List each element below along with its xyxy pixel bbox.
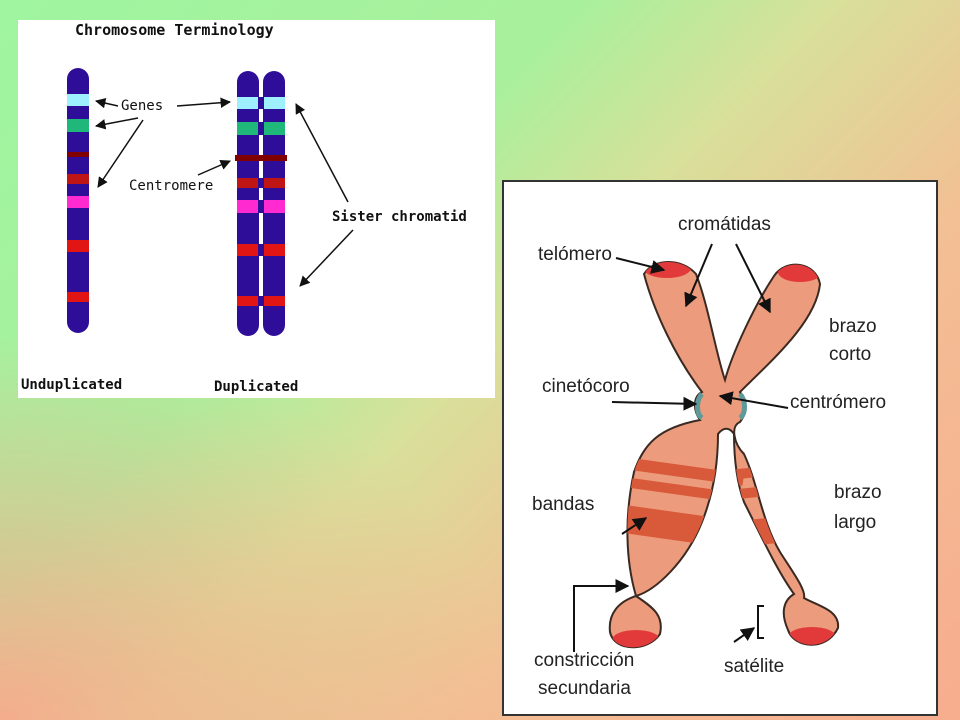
label-brazo-largo-2: largo bbox=[834, 512, 877, 533]
band-red bbox=[67, 292, 89, 302]
band-red bbox=[67, 240, 89, 252]
label-centromere: Centromere bbox=[129, 178, 214, 194]
satellite-tip bbox=[612, 630, 660, 648]
chromosome-body bbox=[608, 261, 840, 649]
label-satelite: satélite bbox=[724, 656, 785, 677]
satellite-bracket bbox=[757, 605, 764, 639]
pointer-arrows bbox=[94, 97, 354, 287]
label-constriccion-1: constricción bbox=[534, 650, 635, 671]
telomere-tip bbox=[778, 262, 822, 282]
gene-band-green bbox=[67, 119, 89, 132]
satellite-tip bbox=[788, 627, 836, 647]
gene-band-light bbox=[67, 94, 89, 106]
label-brazo-corto-1: brazo bbox=[829, 316, 877, 337]
duplicated-chromosome bbox=[235, 71, 287, 336]
label-bandas: bandas bbox=[532, 494, 595, 515]
label-genes: Genes bbox=[121, 98, 164, 114]
telomere-tip bbox=[643, 262, 691, 278]
label-duplicated: Duplicated bbox=[214, 379, 299, 395]
label-centromero: centrómero bbox=[790, 392, 887, 413]
chromosome-diagram-right bbox=[573, 243, 840, 652]
label-cinetocoro: cinetócoro bbox=[542, 376, 630, 397]
kinetochore-left bbox=[695, 392, 704, 421]
label-brazo-corto-2: corto bbox=[829, 344, 872, 365]
label-brazo-largo-1: brazo bbox=[834, 482, 882, 503]
band-red bbox=[67, 174, 89, 184]
chromosome-structure-panel: cromátidas telómero brazo corto cinetóco… bbox=[502, 180, 938, 716]
label-cromatidas: cromátidas bbox=[678, 214, 771, 235]
label-constriccion-2: secundaria bbox=[538, 678, 631, 699]
pointer-arrows-right bbox=[573, 243, 789, 652]
kinetochore-right bbox=[738, 392, 747, 421]
label-sister-chromatid: Sister chromatid bbox=[332, 209, 467, 225]
unduplicated-chromosome bbox=[67, 68, 89, 333]
band-magenta bbox=[67, 196, 89, 208]
panel-title: Chromosome Terminology bbox=[75, 21, 274, 39]
label-unduplicated: Unduplicated bbox=[21, 377, 123, 393]
label-telomero: telómero bbox=[538, 244, 612, 265]
centromere-band bbox=[235, 155, 287, 161]
centromere-band bbox=[67, 152, 89, 157]
chromosome-terminology-panel: Chromosome Terminology bbox=[18, 20, 495, 398]
chromosome-diagram-left bbox=[67, 68, 354, 336]
